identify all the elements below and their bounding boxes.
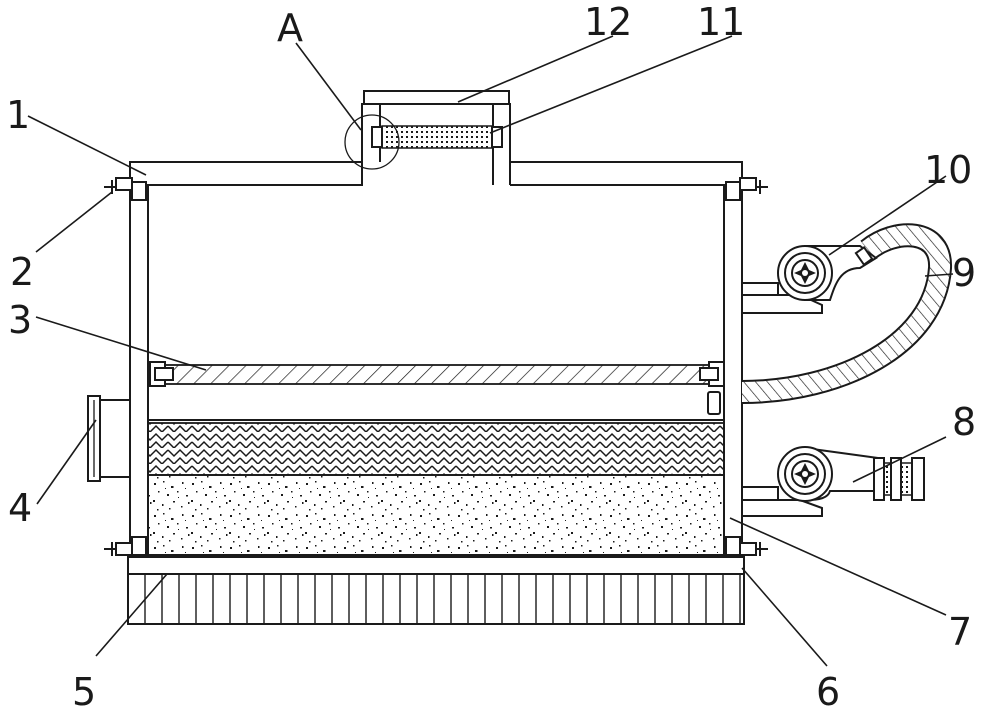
side-inlet	[87, 395, 131, 482]
detail-circle-a	[344, 114, 400, 170]
clamp-bottom-left	[104, 536, 147, 556]
clamp-bottom-right	[725, 536, 768, 556]
top-outlet-cover	[344, 90, 511, 185]
label-a: A	[277, 6, 303, 50]
label-4: 4	[8, 486, 32, 530]
label-2: 2	[10, 250, 34, 294]
base-fins	[144, 574, 741, 624]
label-7: 7	[948, 610, 972, 654]
sediment-filter-layer	[147, 474, 725, 556]
label-9: 9	[952, 251, 976, 295]
clamp-top-right	[725, 177, 768, 201]
label-5: 5	[72, 670, 96, 711]
label-12: 12	[584, 0, 632, 44]
label-11: 11	[697, 0, 745, 44]
callout-labels: 1 2 3 4 5 6 7 8 9 10 11 12 A	[6, 0, 976, 711]
label-8: 8	[952, 400, 976, 444]
clamp-top-left	[104, 177, 147, 201]
leader-lines	[27, 35, 954, 667]
base	[127, 556, 745, 625]
label-3: 3	[8, 298, 32, 342]
lower-pump	[741, 446, 925, 517]
label-6: 6	[816, 670, 840, 711]
screen-clamp-left	[371, 126, 383, 148]
filter-plate	[148, 361, 725, 421]
upper-pump	[741, 245, 878, 314]
label-10: 10	[924, 148, 972, 192]
screen-clamp-right	[491, 126, 503, 148]
hose	[741, 223, 952, 404]
label-1: 1	[6, 93, 30, 137]
herringbone-filter-layer	[147, 422, 725, 476]
